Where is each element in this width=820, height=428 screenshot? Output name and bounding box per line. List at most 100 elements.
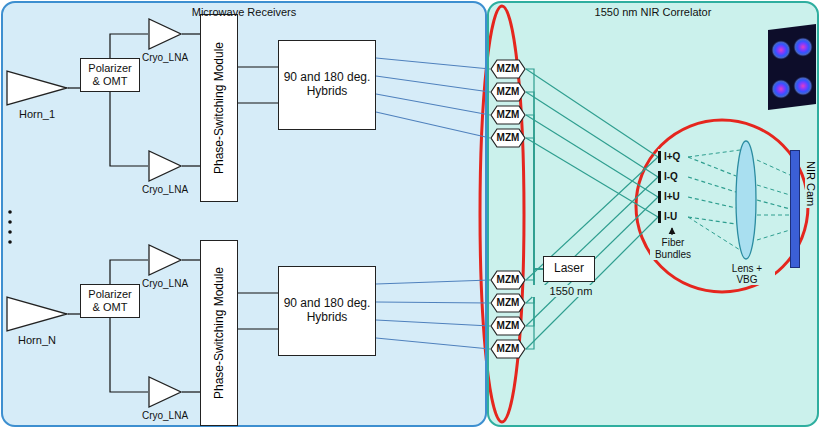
connector [110, 318, 148, 392]
modulator-hexagon: MZM [490, 59, 526, 79]
node-label: Cryo_LNA [132, 184, 198, 195]
pointer-arrow [671, 228, 672, 235]
annotation-label: Fiber Bundles [650, 237, 696, 260]
node-label: Horn_N [0, 334, 74, 346]
panel-fill [1, 1, 487, 427]
horn-antenna: Horn_1 [6, 70, 68, 106]
node-label: MZM [494, 86, 523, 98]
node-label: Cryo_LNA [132, 52, 198, 63]
node-label: MZM [494, 274, 523, 286]
node-label: NIR Cam [805, 159, 817, 208]
connector [110, 92, 148, 166]
node-label: 1550 nm [532, 285, 610, 297]
connector [238, 102, 278, 103]
panel-region: 1550 nm NIR CorrelatorMZM MZM MZM MZM Laser 1… [487, 1, 819, 427]
connector [376, 58, 490, 69]
node-label: MZM [494, 320, 523, 332]
node-outline [6, 296, 68, 332]
node-outline [148, 18, 182, 50]
fiber-tip [658, 191, 661, 203]
highlight-circle [636, 120, 808, 292]
node-outline [735, 140, 757, 260]
connector [238, 292, 278, 293]
node-outline [148, 244, 182, 276]
modulator-hexagon: MZM [490, 128, 526, 148]
node-label: 90 and 180 deg. Hybrids [279, 297, 375, 325]
speckle-image [768, 24, 816, 110]
fiber-end: I+Q [658, 149, 688, 165]
connector [182, 33, 200, 34]
node-label: Cryo_LNA [132, 278, 198, 289]
process-box: Polarizer & OMT [80, 284, 140, 318]
connector [688, 177, 736, 192]
node-label: Polarizer & OMT [81, 62, 139, 87]
process-box: Phase-Switching Module [200, 240, 238, 426]
amplifier-triangle: Cryo_LNA [148, 18, 182, 50]
connector [526, 138, 543, 269]
amplifier-triangle: Cryo_LNA [148, 150, 182, 182]
node-outline [148, 376, 182, 408]
camera-bar: NIR Cam [790, 150, 800, 268]
connector [376, 320, 490, 326]
fiber-end: I-U [658, 209, 688, 225]
connector [376, 76, 490, 92]
node-outline [148, 150, 182, 182]
connector [376, 280, 490, 284]
node-label: I+U [658, 189, 688, 205]
node-label: Horn_1 [0, 108, 74, 120]
fiber-end: I-Q [658, 169, 688, 185]
horn-antenna: Horn_N [6, 296, 68, 332]
connector [526, 115, 658, 197]
modulator-hexagon: MZM [490, 105, 526, 125]
node-label: 1550 nm NIR Correlator [489, 6, 817, 18]
amplifier-triangle: Cryo_LNA [148, 376, 182, 408]
node-label: I-U [658, 209, 688, 225]
connector [688, 157, 736, 176]
fiber-tip [658, 171, 661, 183]
process-box: Phase-Switching Module [200, 14, 238, 202]
connector [376, 302, 490, 303]
node-label: MZM [494, 297, 523, 309]
connector [182, 391, 200, 392]
connector [526, 269, 543, 349]
connector [238, 66, 278, 67]
connector [757, 200, 790, 209]
connector [688, 217, 736, 224]
node-label: 90 and 180 deg. Hybrids [279, 71, 375, 99]
connector [526, 115, 543, 269]
fiber-tip [658, 151, 661, 163]
node-label: I+Q [658, 149, 688, 165]
node-label: Microwave Receivers [3, 6, 485, 18]
modulator-hexagon: MZM [490, 270, 526, 290]
connector [526, 177, 658, 303]
connector [526, 69, 658, 157]
connector [182, 259, 200, 260]
node-label: I-Q [658, 169, 688, 185]
connector [526, 92, 543, 269]
node-outline [6, 70, 68, 106]
node-label: MZM [494, 109, 523, 121]
panel-region: Microwave ReceiversHorn_1Polarizer & OMT… [1, 1, 487, 427]
amplifier-triangle: Cryo_LNA [148, 244, 182, 276]
connector [238, 328, 278, 329]
lens-ellipse: Lens + VBG [735, 140, 757, 260]
vertical-ellipsis [8, 210, 12, 244]
connector [376, 338, 490, 349]
fiber-tip [658, 211, 661, 223]
connector [526, 69, 543, 269]
node-label: Phase-Switching Module [212, 267, 226, 399]
connector [182, 165, 200, 166]
connector [68, 87, 80, 88]
process-box: Polarizer & OMT [80, 58, 140, 92]
node-label: MZM [494, 343, 523, 355]
node-label: Cryo_LNA [132, 410, 198, 421]
modulator-hexagon: MZM [490, 339, 526, 359]
connector [68, 313, 80, 314]
node-label: Laser [551, 262, 587, 276]
connector [376, 112, 490, 138]
process-box: 90 and 180 deg. Hybrids [278, 266, 376, 356]
modulator-hexagon: MZM [490, 82, 526, 102]
connector [688, 197, 736, 208]
connector [526, 138, 658, 217]
fiber-end: I+U [658, 189, 688, 205]
